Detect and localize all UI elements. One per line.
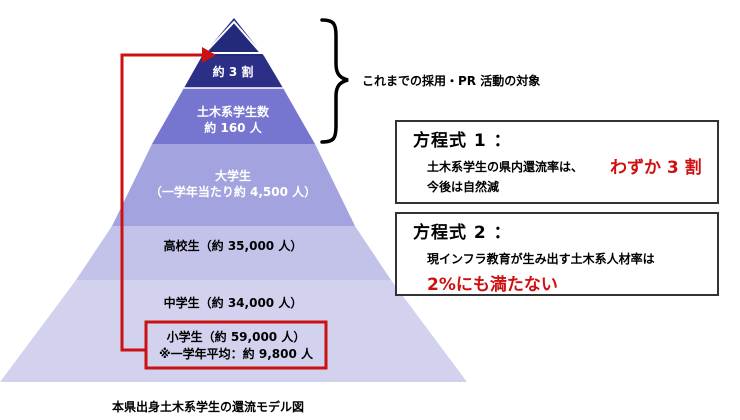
tier-civil-students bbox=[184, 56, 283, 88]
bracket-label: これまでの採用・PR 活動の対象 bbox=[362, 74, 541, 88]
tier-junior-high bbox=[76, 226, 391, 280]
university-label: 大学生 bbox=[215, 168, 251, 183]
civil-students-label: 土木系学生数 bbox=[197, 104, 270, 119]
curly-brace-icon bbox=[320, 18, 349, 144]
equation-1-line1: 土木系学生の県内還流率は、 bbox=[427, 160, 584, 174]
tier-high-school bbox=[112, 144, 355, 226]
tier-university bbox=[152, 88, 315, 144]
elementary-label: 小学生（約 59,000 人） bbox=[167, 329, 306, 344]
return-arrow bbox=[120, 53, 204, 352]
diagram-caption: 本県出身土木系学生の還流モデル図 bbox=[112, 400, 305, 414]
civil-students-count: 約 160 人 bbox=[204, 120, 262, 135]
university-count: （一学年当たり約 4,500 人） bbox=[150, 184, 316, 199]
equation-1-emphasis: わずか 3 割 bbox=[610, 158, 702, 178]
high-school-label: 高校生（約 35,000 人） bbox=[164, 238, 303, 253]
equation-2-title: 方程式 2 ： bbox=[413, 223, 512, 243]
elementary-highlight-box bbox=[144, 320, 328, 370]
top-label: 約 3 割 bbox=[213, 64, 254, 79]
top-triangle-outline bbox=[202, 20, 264, 54]
equation-1-line2: 今後は自然減 bbox=[427, 180, 500, 194]
equation-1-box: 方程式 1 ： 土木系学生の県内還流率は、 わずか 3 割 今後は自然減 bbox=[395, 120, 719, 204]
junior-high-label: 中学生（約 34,000 人） bbox=[164, 295, 303, 310]
equation-2-line1: 現インフラ教育が生み出す土木系人材率は bbox=[427, 252, 655, 266]
equation-2-box: 方程式 2 ： 現インフラ教育が生み出す土木系人材率は 2%にも満たない bbox=[395, 212, 719, 296]
elementary-average: ※一学年平均：約 9,800 人 bbox=[159, 346, 314, 361]
arrow-head-icon bbox=[202, 47, 216, 63]
equation-1-title: 方程式 1 ： bbox=[413, 131, 512, 151]
tier-elementary bbox=[0, 280, 467, 382]
tier-top bbox=[202, 18, 264, 56]
equation-2-emphasis: 2%にも満たない bbox=[427, 275, 558, 295]
